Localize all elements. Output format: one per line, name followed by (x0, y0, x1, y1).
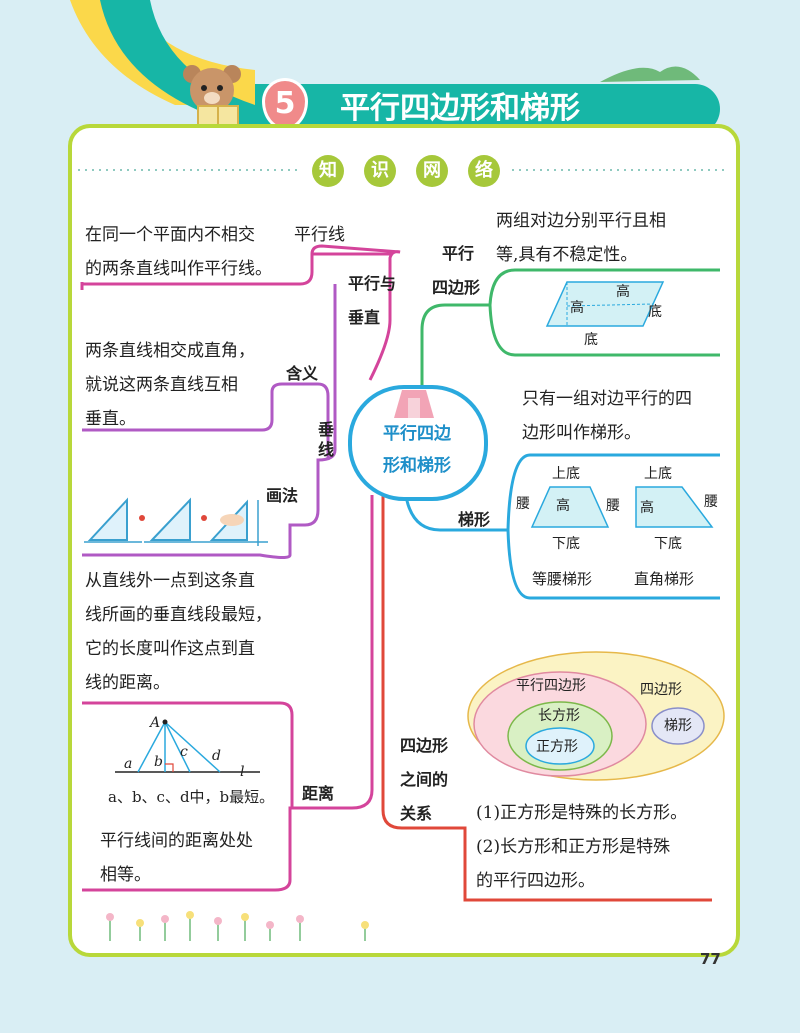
figure-seg-b: b (154, 754, 163, 770)
distance-definition-line-1: 从直线外一点到这条直 (85, 571, 255, 591)
parallel-perpendicular-label-1: 平行与 (348, 274, 397, 293)
flowers-decoration (106, 911, 369, 941)
parallelogram-height-2: 高 (616, 284, 630, 300)
page-title: 平行四边形和梯形 (340, 91, 580, 126)
page-number: 77 (700, 950, 721, 968)
center-line-2: 形和梯形 (383, 456, 451, 476)
figure-point-a: A (150, 715, 161, 731)
relation-note-3: 的平行四边形。 (476, 871, 595, 891)
relation-note-1: (1)正方形是特殊的长方形。 (476, 803, 688, 823)
hills-icon (600, 66, 700, 82)
drawing-method-label: 画法 (266, 486, 299, 505)
isosceles-trapezoid-caption: 等腰梯形 (532, 570, 593, 588)
meaning-label: 含义 (286, 364, 319, 383)
section-header-char-2: 识 (364, 155, 396, 187)
right-trap-lower-base: 下底 (654, 536, 682, 552)
parallel-definition-line-2: 的两条直线叫作平行线。 (85, 259, 272, 279)
iso-upper-base: 上底 (552, 466, 580, 482)
venn-trapezoid: 梯形 (664, 718, 692, 734)
iso-left-leg: 腰 (516, 496, 530, 512)
center-node-title: 平行四边 形和梯形 (362, 418, 472, 482)
distance-label: 距离 (302, 784, 335, 803)
perpendicular-label-2: 线 (318, 440, 335, 459)
parallel-distance-line-1: 平行线间的距离处处 (100, 831, 253, 851)
figure-seg-a: a (124, 756, 133, 772)
relation-label-3: 关系 (400, 804, 433, 823)
right-trap-height: 高 (640, 500, 654, 516)
venn-square: 正方形 (536, 739, 578, 755)
section-header-char-1: 知 (312, 155, 344, 187)
iso-right-leg: 腰 (606, 498, 620, 514)
venn-quadrilateral: 四边形 (640, 682, 682, 698)
relation-label-2: 之间的 (400, 770, 449, 789)
distance-figure-caption: a、b、c、d中，b最短。 (108, 788, 275, 806)
trapezoid-center-icon (394, 390, 434, 418)
section-header-char-4: 络 (468, 155, 500, 187)
isosceles-trapezoid-figure (530, 486, 610, 528)
parallelogram-base-1: 底 (648, 304, 662, 320)
relation-label-1: 四边形 (400, 736, 449, 755)
bear-mascot-icon (183, 65, 241, 129)
trapezoid-definition-line-1: 只有一组对边平行的四 (522, 389, 692, 409)
parallelogram-definition-line-2: 等,具有不稳定性。 (496, 245, 638, 265)
set-square-drawing-illustration (84, 497, 268, 546)
parallelogram-definition-line-1: 两组对边分别平行且相 (496, 211, 666, 231)
parallelogram-label-2: 四边形 (432, 278, 481, 297)
parallel-perpendicular-label-2: 垂直 (348, 308, 381, 327)
parallelogram-height-1: 高 (570, 300, 584, 316)
point-to-line-figure (115, 719, 260, 773)
parallelogram-base-2: 底 (584, 332, 598, 348)
right-trapezoid-figure (635, 486, 714, 528)
parallel-line-label: 平行线 (294, 225, 345, 245)
right-trap-leg: 腰 (704, 494, 718, 510)
distance-definition-line-2: 线所画的垂直线段最短， (85, 605, 272, 625)
venn-rectangle: 长方形 (538, 708, 580, 724)
perpendicular-meaning-line-3: 垂直。 (85, 409, 136, 429)
parallelogram-label-1: 平行 (442, 244, 475, 263)
hand-icon (220, 514, 244, 526)
iso-lower-base: 下底 (552, 536, 580, 552)
distance-definition-line-3: 它的长度叫作这点到直 (85, 639, 255, 659)
iso-height: 高 (556, 498, 570, 514)
quadrilateral-venn-diagram (467, 651, 725, 781)
relation-note-2: (2)长方形和正方形是特殊 (476, 837, 671, 857)
distance-definition-line-4: 线的距离。 (85, 673, 170, 693)
trapezoid-label: 梯形 (458, 510, 491, 529)
venn-parallelogram: 平行四边形 (516, 678, 586, 694)
center-line-1: 平行四边 (383, 424, 451, 444)
right-trapezoid-caption: 直角梯形 (634, 570, 695, 588)
right-trap-upper-base: 上底 (644, 466, 672, 482)
trapezoid-definition-line-2: 边形叫作梯形。 (522, 423, 641, 443)
parallelogram-figure (545, 281, 665, 327)
perpendicular-meaning-line-2: 就说这两条直线互相 (85, 375, 238, 395)
perpendicular-label-1: 垂 (318, 420, 335, 439)
perpendicular-meaning-line-1: 两条直线相交成直角， (85, 341, 255, 361)
parallel-distance-line-2: 相等。 (100, 865, 151, 885)
figure-seg-d: d (212, 748, 221, 764)
parallel-definition-line-1: 在同一个平面内不相交 (85, 225, 255, 245)
figure-line-l: l (240, 764, 245, 780)
figure-seg-c: c (180, 744, 188, 760)
section-header-char-3: 网 (416, 155, 448, 187)
